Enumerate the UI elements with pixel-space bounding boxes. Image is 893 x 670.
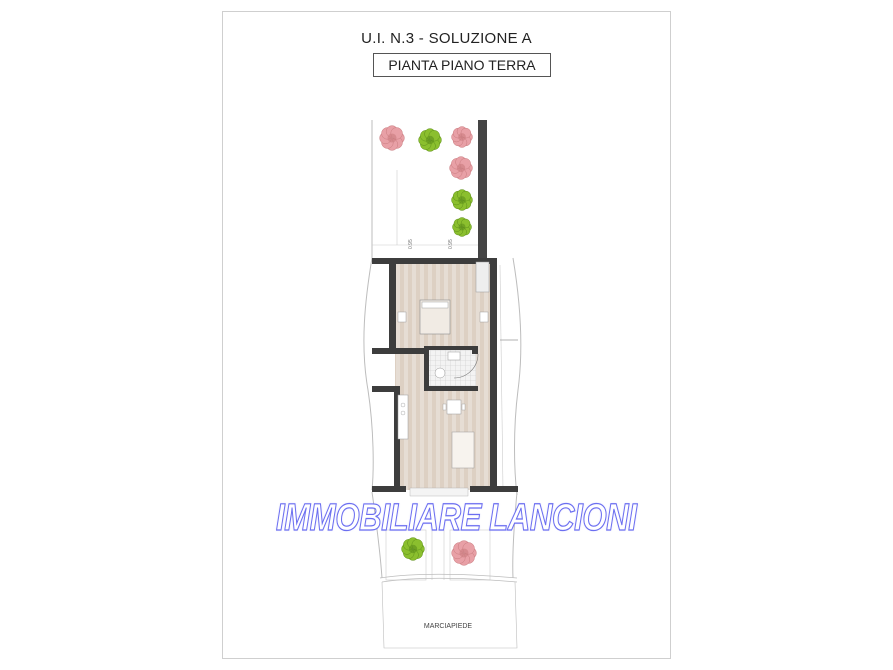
kitchen-counter xyxy=(397,394,409,440)
svg-text:0.95: 0.95 xyxy=(448,239,454,249)
apartment xyxy=(372,258,518,497)
sofa-icon xyxy=(451,431,475,469)
table-icon xyxy=(446,399,462,415)
trees xyxy=(379,125,477,566)
tree-green-icon xyxy=(451,189,473,211)
tree-pink-icon xyxy=(451,126,473,148)
tree-pink-icon xyxy=(449,156,473,180)
tree-green-icon xyxy=(418,128,442,152)
tree-pink-icon xyxy=(451,540,477,566)
left-boundary-line xyxy=(363,257,374,491)
watermark: IMMOBILIARE LANCIONI xyxy=(276,496,638,539)
svg-text:0.95: 0.95 xyxy=(408,239,414,249)
plan-subtitle: PIANTA PIANO TERRA xyxy=(373,53,551,77)
tree-green-icon xyxy=(452,217,472,237)
right-boundary-line xyxy=(512,257,522,496)
tree-green-icon xyxy=(401,537,425,561)
tree-pink-icon xyxy=(379,125,405,151)
plan-title: U.I. N.3 - SOLUZIONE A xyxy=(361,30,532,47)
sidewalk-label: MARCIAPIEDE xyxy=(423,623,473,630)
